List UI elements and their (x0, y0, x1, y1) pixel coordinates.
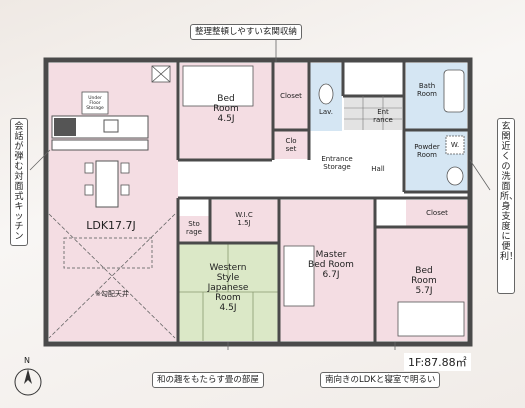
room-closet2: Closet (426, 209, 448, 217)
storage-floor (178, 216, 209, 242)
dining-chairs (84, 162, 130, 196)
sofa-area (63, 237, 153, 269)
room-closet-small: Clo set (285, 137, 297, 153)
room-wic: W.I.C 1.5J (235, 211, 253, 227)
callout-bottom-left: 和の趣をもたらす畳の部屋 (152, 372, 264, 388)
north-label: N (24, 356, 30, 365)
entrance-floor (344, 96, 402, 130)
room-bath: Bath Room (417, 82, 437, 98)
room-ldk: LDK17.7J (86, 219, 136, 232)
callout-bottom-right: 南向きのLDKと寝室で明るい (320, 372, 441, 388)
room-lav: Lav. (318, 108, 333, 116)
bathtub (443, 69, 465, 113)
callout-right: 玄関近くの洗面所、身支度に便利！ (497, 118, 518, 294)
master-bed-furniture (283, 245, 315, 307)
dining-table (95, 160, 119, 208)
kitchen-bar (51, 139, 149, 151)
interior-walls (176, 62, 468, 342)
bed2-furniture (397, 301, 465, 337)
room-bed2: Bed Room 5.7J (411, 266, 437, 296)
room-hall: Hall (371, 165, 385, 173)
hall-floor (212, 165, 392, 193)
north-arrow (24, 369, 32, 384)
closet-small-floor (274, 131, 308, 159)
room-master: Master Bed Room 6.7J (308, 250, 354, 280)
closet1-floor (274, 63, 308, 129)
room-powder: Powder Room (414, 143, 440, 159)
floor-area: 1F:87.88㎡ (404, 353, 471, 371)
ceiling-note: ※勾配天井 (95, 290, 129, 298)
stove (54, 118, 76, 136)
sink (103, 119, 119, 133)
room-entrance-storage: Entrance Storage (321, 155, 353, 171)
toilet (318, 83, 334, 105)
room-entrance: Ent rance (373, 108, 393, 124)
closet2-floor (406, 200, 467, 226)
wic-floor (211, 200, 278, 242)
callout-leaders (29, 38, 491, 350)
room-wm: W. (450, 141, 460, 149)
room-storage: Sto rage (186, 220, 202, 236)
tatami-lines (178, 244, 278, 341)
under-floor-box (81, 91, 109, 115)
room-closet1: Closet (280, 92, 302, 100)
callout-top: 整理整頓しやすい玄関収納 (190, 24, 302, 40)
room-bed1: Bed Room 4.5J (213, 94, 239, 124)
callout-left: 会話が弾む対面式キッチン (10, 118, 28, 246)
room-japanese: Western Style Japanese Room 4.5J (207, 263, 249, 313)
bed1-furniture (182, 65, 254, 107)
room-under-floor: Under Floor Storage (86, 96, 104, 111)
entrance-grid (344, 96, 402, 130)
